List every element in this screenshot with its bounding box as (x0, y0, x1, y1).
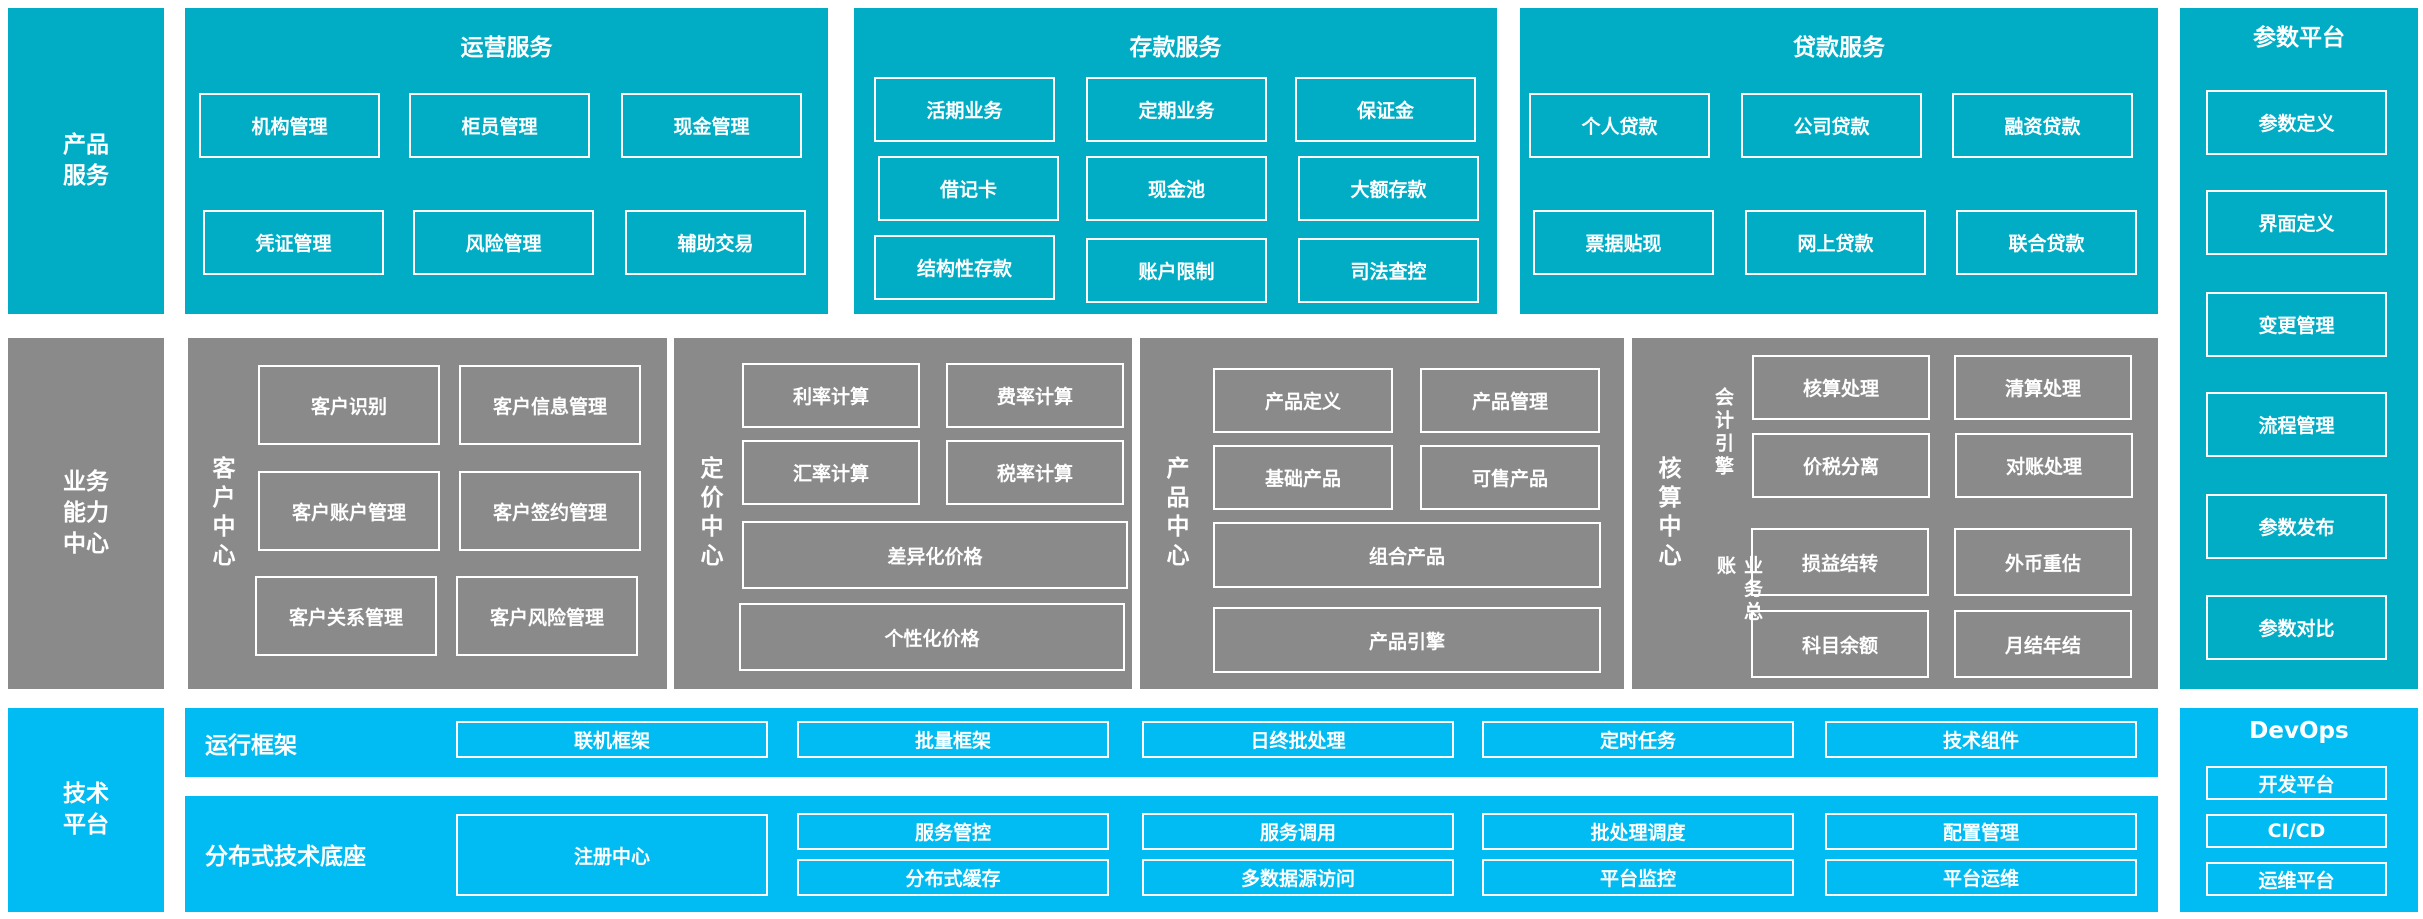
pricing-center-title: 定价中心 (696, 455, 722, 572)
tech-box[interactable]: 服务管控 (797, 813, 1109, 850)
capability-box[interactable]: 外币重估 (1954, 528, 2132, 596)
service-box[interactable]: 现金管理 (621, 93, 802, 158)
tech-box[interactable]: 定时任务 (1482, 721, 1794, 758)
label-product-services: 产品 服务 (8, 8, 164, 314)
capability-box[interactable]: 税率计算 (946, 440, 1124, 505)
tech-box[interactable]: 平台运维 (1825, 859, 2137, 896)
tech-box[interactable]: 多数据源访问 (1142, 859, 1454, 896)
runtime-framework: 运行框架 联机框架 批量框架 日终批处理 定时任务 技术组件 (185, 708, 2158, 777)
tech-box[interactable]: 分布式缓存 (797, 859, 1109, 896)
customer-center: 客户中心 客户识别 客户信息管理 客户账户管理 客户签约管理 客户关系管理 客户… (188, 338, 667, 689)
service-box[interactable]: 司法查控 (1298, 238, 1479, 303)
param-box[interactable]: 参数对比 (2206, 595, 2387, 660)
distributed-foundation: 分布式技术底座 注册中心 服务管控 服务调用 批处理调度 配置管理 分布式缓存 … (185, 796, 2158, 912)
service-box[interactable]: 风险管理 (413, 210, 594, 275)
capability-box[interactable]: 客户关系管理 (255, 576, 437, 656)
registry-center-box[interactable]: 注册中心 (456, 814, 768, 896)
service-box[interactable]: 网上贷款 (1745, 210, 1926, 275)
product-center-title: 产品中心 (1162, 455, 1188, 572)
capability-box[interactable]: 组合产品 (1213, 522, 1601, 588)
capability-box[interactable]: 利率计算 (742, 363, 920, 428)
service-box[interactable]: 保证金 (1295, 77, 1476, 142)
service-box[interactable]: 现金池 (1086, 156, 1267, 221)
param-box[interactable]: 界面定义 (2206, 190, 2387, 255)
capability-box[interactable]: 个性化价格 (739, 603, 1125, 671)
service-box[interactable]: 联合贷款 (1956, 210, 2137, 275)
service-box[interactable]: 活期业务 (874, 77, 1055, 142)
label-business-capability-center: 业务 能力 中心 (8, 338, 164, 689)
pricing-center: 定价中心 利率计算 费率计算 汇率计算 税率计算 差异化价格 个性化价格 (674, 338, 1132, 689)
capability-box[interactable]: 客户账户管理 (258, 471, 440, 551)
service-box[interactable]: 公司贷款 (1741, 93, 1922, 158)
capability-box[interactable]: 客户信息管理 (459, 365, 641, 445)
tech-box[interactable]: 平台监控 (1482, 859, 1794, 896)
capability-box[interactable]: 清算处理 (1954, 355, 2132, 420)
tech-box[interactable]: 日终批处理 (1142, 721, 1454, 758)
devops-title: DevOps (2249, 718, 2349, 744)
tech-box[interactable]: 批量框架 (797, 721, 1109, 758)
capability-box[interactable]: 基础产品 (1213, 445, 1393, 510)
service-box[interactable]: 个人贷款 (1529, 93, 1710, 158)
service-box[interactable]: 柜员管理 (409, 93, 590, 158)
param-box[interactable]: 流程管理 (2206, 392, 2387, 457)
parameter-platform: 参数平台 参数定义 界面定义 变更管理 流程管理 参数发布 参数对比 (2180, 8, 2418, 689)
service-box[interactable]: 机构管理 (199, 93, 380, 158)
service-box[interactable]: 票据贴现 (1533, 210, 1714, 275)
param-box[interactable]: 变更管理 (2206, 292, 2387, 357)
service-box[interactable]: 凭证管理 (203, 210, 384, 275)
tech-box[interactable]: 批处理调度 (1482, 813, 1794, 850)
tech-box[interactable]: 服务调用 (1142, 813, 1454, 850)
capability-box[interactable]: 价税分离 (1752, 433, 1930, 498)
parameter-title: 参数平台 (2253, 25, 2345, 51)
customer-center-title: 客户中心 (208, 455, 234, 572)
capability-box[interactable]: 产品引擎 (1213, 607, 1601, 673)
capability-box[interactable]: 客户风险管理 (456, 576, 638, 656)
accounting-center: 核算中心 会计引擎 业务总账 核算处理 清算处理 价税分离 对账处理 损益结转 … (1632, 338, 2158, 689)
devops-box[interactable]: CI/CD (2206, 814, 2387, 848)
param-box[interactable]: 参数定义 (2206, 90, 2387, 155)
capability-box[interactable]: 汇率计算 (742, 440, 920, 505)
service-box[interactable]: 账户限制 (1086, 238, 1267, 303)
tech-box[interactable]: 技术组件 (1825, 721, 2137, 758)
runtime-title: 运行框架 (205, 732, 297, 759)
capability-box[interactable]: 客户签约管理 (459, 471, 641, 551)
loan-services: 贷款服务 个人贷款 公司贷款 融资贷款 票据贴现 网上贷款 联合贷款 (1520, 8, 2158, 314)
deposit-services: 存款服务 活期业务 定期业务 保证金 借记卡 现金池 大额存款 结构性存款 账户… (854, 8, 1497, 314)
devops-box[interactable]: 开发平台 (2206, 766, 2387, 800)
capability-box[interactable]: 产品管理 (1420, 368, 1600, 433)
operations-title: 运营服务 (460, 35, 553, 61)
devops-box[interactable]: 运维平台 (2206, 862, 2387, 896)
tech-box[interactable]: 配置管理 (1825, 813, 2137, 850)
capability-box[interactable]: 产品定义 (1213, 368, 1393, 433)
capability-box[interactable]: 费率计算 (946, 363, 1124, 428)
capability-box[interactable]: 客户识别 (258, 365, 440, 445)
service-box[interactable]: 结构性存款 (874, 235, 1055, 300)
tech-box[interactable]: 联机框架 (456, 721, 768, 758)
deposit-title: 存款服务 (1129, 35, 1222, 61)
param-box[interactable]: 参数发布 (2206, 494, 2387, 559)
capability-box[interactable]: 核算处理 (1752, 355, 1930, 420)
capability-box[interactable]: 月结年结 (1954, 610, 2132, 678)
capability-box[interactable]: 差异化价格 (742, 521, 1128, 589)
capability-box[interactable]: 损益结转 (1751, 528, 1929, 596)
service-box[interactable]: 大额存款 (1298, 156, 1479, 221)
capability-box[interactable]: 可售产品 (1420, 445, 1600, 510)
operations-services: 运营服务 机构管理 柜员管理 现金管理 凭证管理 风险管理 辅助交易 (185, 8, 828, 314)
capability-box[interactable]: 对账处理 (1955, 433, 2133, 498)
product-center: 产品中心 产品定义 产品管理 基础产品 可售产品 组合产品 产品引擎 (1140, 338, 1624, 689)
loan-title: 贷款服务 (1793, 35, 1885, 61)
accounting-engine-label: 会计引擎 (1712, 387, 1734, 479)
service-box[interactable]: 定期业务 (1086, 77, 1267, 142)
devops-platform: DevOps 开发平台 CI/CD 运维平台 (2180, 708, 2418, 912)
distributed-title: 分布式技术底座 (205, 844, 366, 870)
accounting-center-title: 核算中心 (1654, 455, 1680, 572)
service-box[interactable]: 借记卡 (878, 156, 1059, 221)
label-tech-platform: 技术 平台 (8, 708, 164, 912)
service-box[interactable]: 融资贷款 (1952, 93, 2133, 158)
capability-box[interactable]: 科目余额 (1751, 610, 1929, 678)
service-box[interactable]: 辅助交易 (625, 210, 806, 275)
